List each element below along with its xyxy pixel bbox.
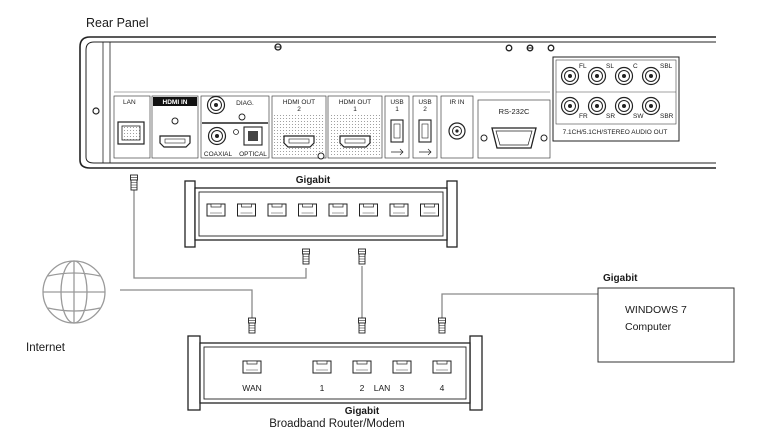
router-lan-port-1[interactable]: [312, 360, 332, 374]
audio-out-label-sbl: SBL: [660, 63, 673, 70]
hdmi-in-label: HDMI IN: [163, 99, 188, 106]
audio-out-jack-fr[interactable]: [560, 96, 580, 116]
ir-in-port[interactable]: IR IN: [440, 95, 474, 159]
audio-out-label-sw: SW: [633, 113, 644, 120]
hdmi-out-2-number: 2: [297, 106, 301, 113]
switch-port[interactable]: [359, 203, 378, 217]
diag-jack[interactable]: [206, 95, 226, 115]
usb-2-number: 2: [423, 106, 427, 113]
router-wan-port[interactable]: [242, 360, 262, 374]
hdmi-out-1-port[interactable]: HDMI OUT 1: [327, 95, 383, 159]
wan-port-label: WAN: [242, 383, 262, 393]
lan-1-label: 1: [320, 383, 325, 393]
usb-2-port[interactable]: USB 2: [412, 95, 438, 159]
audio-out-label-fr: FR: [579, 113, 588, 120]
lan-2-label: 2: [360, 383, 365, 393]
audio-out-jack-sbr[interactable]: [641, 96, 661, 116]
switch-port[interactable]: [267, 203, 287, 217]
usb-1-number: 1: [395, 106, 399, 113]
switch-label: Gigabit: [296, 175, 331, 186]
audio-out-jack-c[interactable]: [614, 66, 634, 86]
internet-label: Internet: [26, 342, 66, 354]
router-lan-port-3[interactable]: [392, 360, 412, 374]
lan-4-label: 4: [440, 383, 445, 393]
switch-port[interactable]: [389, 203, 409, 217]
router-lan-port-2[interactable]: [352, 360, 372, 374]
computer-link-label: Gigabit: [603, 273, 638, 284]
rear-panel: [79, 36, 716, 169]
rj45-plug-icon: [302, 248, 310, 265]
rj45-plug-icon: [438, 317, 446, 334]
usb-1-port[interactable]: USB 1: [384, 95, 410, 159]
hdmi-out-2-label: HDMI OUT: [283, 99, 315, 106]
audio-out-label-c: C: [633, 63, 638, 70]
audio-out-jack-fl[interactable]: [560, 66, 580, 86]
usb-2-label: USB: [418, 99, 431, 106]
lan-port-label: LAN: [123, 99, 136, 106]
lan-3-label: 3: [400, 383, 405, 393]
windows-computer-box: WINDOWS 7 Computer: [597, 287, 735, 363]
switch-port[interactable]: [298, 203, 317, 217]
audio-out-caption: 7.1CH/5.1CH/STEREO AUDIO OUT: [563, 129, 668, 136]
rj45-plug-icon: [130, 174, 138, 191]
hdmi-out-1-label: HDMI OUT: [339, 99, 371, 106]
computer-os-label: WINDOWS 7: [625, 304, 687, 316]
hdmi-out-1-number: 1: [353, 106, 357, 113]
coaxial-jack[interactable]: [207, 126, 227, 146]
lan-port[interactable]: LAN: [113, 95, 151, 159]
audio-out-jack-sr[interactable]: [587, 96, 607, 116]
screw-icon: [547, 44, 555, 52]
usb-1-label: USB: [390, 99, 403, 106]
audio-out-jack-sw[interactable]: [614, 96, 634, 116]
broadband-router: WAN 1 2 LAN 3 4: [187, 335, 483, 411]
audio-out-label-sl: SL: [606, 63, 614, 70]
optical-label: OPTICAL: [239, 151, 267, 158]
gigabit-switch: [184, 180, 458, 248]
audio-out-jack-sbl[interactable]: [641, 66, 661, 86]
usb-icon: [391, 148, 404, 156]
router-gigabit-label: Gigabit: [345, 406, 380, 417]
audio-digital-group: DIAG. COAXIAL OPTICAL: [200, 95, 270, 159]
router-name-label: Broadband Router/Modem: [269, 418, 405, 430]
globe-icon: [42, 260, 106, 324]
rj45-plug-icon: [248, 317, 256, 334]
network-cables: [120, 190, 598, 318]
router-lan-label: LAN: [374, 383, 391, 393]
diag-label: DIAG.: [236, 100, 254, 107]
coaxial-label: COAXIAL: [204, 151, 233, 158]
screw-icon: [92, 107, 100, 115]
switch-port[interactable]: [328, 203, 348, 217]
rear-panel-title: Rear Panel: [86, 16, 149, 30]
audio-out-label-fl: FL: [579, 63, 587, 70]
rs232c-label: RS-232C: [499, 107, 530, 116]
rj45-plug-icon: [358, 248, 366, 265]
audio-out-label-sr: SR: [606, 113, 615, 120]
rj45-plug-icon: [358, 317, 366, 334]
analog-audio-out-block: FL SL C SBL FR SR SW SBR 7.1CH/5.1CH/STEREO AU…: [552, 56, 680, 142]
computer-label: Computer: [625, 321, 672, 333]
audio-out-label-sbr: SBR: [660, 113, 674, 120]
screw-icon: [505, 44, 513, 52]
hdmi-out-2-port[interactable]: HDMI OUT 2: [271, 95, 327, 160]
usb-icon: [419, 148, 432, 156]
hdmi-in-port[interactable]: HDMI IN: [151, 95, 199, 159]
switch-port[interactable]: [420, 203, 439, 217]
switch-port[interactable]: [237, 203, 256, 217]
audio-out-jack-sl[interactable]: [587, 66, 607, 86]
switch-port[interactable]: [206, 203, 226, 217]
router-lan-port-4[interactable]: [432, 360, 452, 374]
rs232c-port[interactable]: RS-232C: [477, 99, 551, 159]
ir-in-label: IR IN: [450, 99, 465, 106]
